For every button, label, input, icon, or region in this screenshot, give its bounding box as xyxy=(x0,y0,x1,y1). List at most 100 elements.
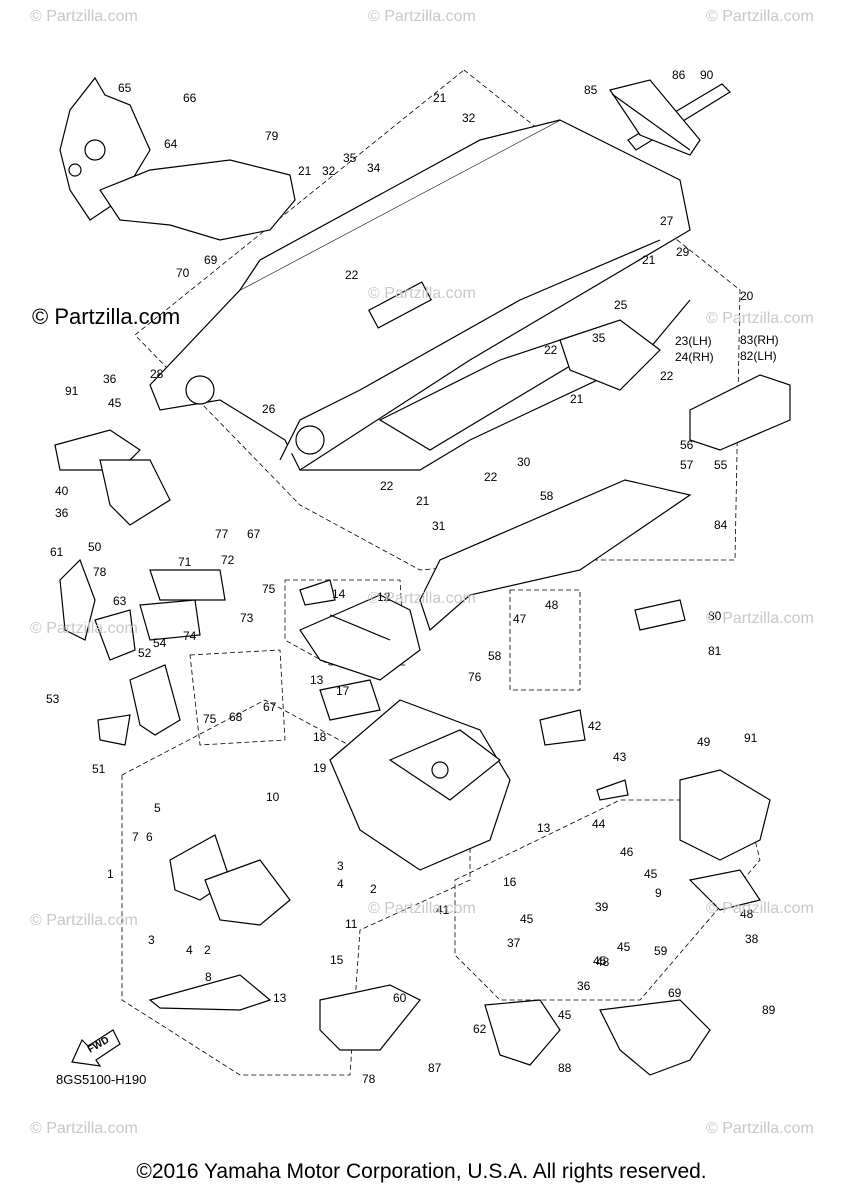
callout-number: 2 xyxy=(204,943,211,957)
watermark: © Partzilla.com xyxy=(30,620,138,637)
callout-number: 36 xyxy=(577,979,591,993)
callout-number: 64 xyxy=(164,137,178,151)
watermark: © Partzilla.com xyxy=(368,590,476,607)
callout-number: 2 xyxy=(370,882,377,896)
rear-bumper-assembly xyxy=(609,79,731,156)
callout-number: 78 xyxy=(93,565,107,579)
callout-number: 21 xyxy=(298,164,312,178)
callout-number: 63 xyxy=(113,594,127,608)
watermark: © Partzilla.com xyxy=(706,8,814,25)
callout-number: 51 xyxy=(92,762,106,776)
callout-number: 44 xyxy=(592,817,606,831)
callout-number: 90 xyxy=(700,68,714,82)
callout-number: 55 xyxy=(714,458,728,472)
callout-number: 45 xyxy=(520,912,534,926)
callout-number: 21 xyxy=(642,253,656,267)
callout-number: 10 xyxy=(266,790,280,804)
callout-number: 56 xyxy=(680,438,694,452)
main-frame-group-outline xyxy=(134,69,741,571)
callout-number: 38 xyxy=(745,932,759,946)
callout-number: 34 xyxy=(367,161,381,175)
callout-number: 77 xyxy=(215,527,229,541)
fwd-arrow-icon: FWD xyxy=(71,1029,121,1067)
callout-number: 85 xyxy=(584,83,598,97)
rear-suspension-parts xyxy=(484,769,771,1076)
callout-number: 47 xyxy=(513,612,527,626)
callout-number: 87 xyxy=(428,1061,442,1075)
callout-number: 72 xyxy=(221,553,235,567)
steering-bracket-assembly xyxy=(59,76,296,241)
footrest-assembly xyxy=(559,319,791,451)
callout-number: 24(RH) xyxy=(675,350,714,364)
callout-number: 22 xyxy=(380,479,394,493)
callout-number: 9 xyxy=(655,886,662,900)
callout-number: 45 xyxy=(108,396,122,410)
callout-number: 54 xyxy=(153,636,167,650)
callout-number: 21 xyxy=(433,91,447,105)
callout-number: 83(RH) xyxy=(740,333,779,347)
right-mount-group-outline xyxy=(509,589,581,691)
callout-number: 21 xyxy=(416,494,430,508)
callout-number: 11 xyxy=(345,917,358,931)
watermark: © Partzilla.com xyxy=(706,310,814,327)
muffler-group-outline xyxy=(189,649,286,746)
under-panel-plate xyxy=(419,479,692,632)
callout-number: 84 xyxy=(714,518,728,532)
callout-number: 58 xyxy=(540,489,554,503)
front-suspension-group-outline xyxy=(121,699,471,1076)
callout-number: 4 xyxy=(337,877,344,891)
callout-number: 20 xyxy=(740,289,754,303)
callout-number: 88 xyxy=(558,1061,572,1075)
callout-number: 52 xyxy=(138,646,152,660)
callout-number: 25 xyxy=(614,298,628,312)
callout-number: 3 xyxy=(148,933,155,947)
callout-number: 74 xyxy=(183,629,197,643)
callout-number: 29 xyxy=(676,245,690,259)
center-bracket xyxy=(299,594,421,681)
callout-number: 6 xyxy=(146,830,153,844)
callout-number: 31 xyxy=(432,519,446,533)
callout-number: 17 xyxy=(336,684,350,698)
callout-number: 37 xyxy=(507,936,521,950)
watermark: © Partzilla.com xyxy=(368,8,476,25)
callout-number: 68 xyxy=(229,710,243,724)
callout-number: 1 xyxy=(107,867,114,881)
callout-number: 69 xyxy=(204,253,218,267)
left-suspension-brackets xyxy=(148,834,421,1051)
callout-number: 48 xyxy=(740,907,754,921)
callout-number: 32 xyxy=(322,164,336,178)
rear-lower-group-outline xyxy=(454,799,761,1001)
callout-number: 65 xyxy=(118,81,132,95)
callout-number: 45 xyxy=(617,940,631,954)
callout-number: 91 xyxy=(65,384,79,398)
callout-number: 22 xyxy=(345,268,359,282)
callout-number: 86 xyxy=(672,68,686,82)
assembly-group-outlines xyxy=(121,69,761,1076)
main-frame-tunnel xyxy=(149,119,691,471)
callout-number: 21 xyxy=(570,392,584,406)
watermark: © Partzilla.com xyxy=(30,8,138,25)
callout-number: 71 xyxy=(178,555,192,569)
callout-number: 48 xyxy=(596,955,610,969)
callout-number: 49 xyxy=(697,735,711,749)
callout-number: 58 xyxy=(488,649,502,663)
callout-number: 35 xyxy=(343,151,357,165)
watermark: © Partzilla.com xyxy=(30,1120,138,1137)
callout-number: 82(LH) xyxy=(740,349,777,363)
callout-number: 13 xyxy=(537,821,551,835)
callout-number: 36 xyxy=(103,372,117,386)
callout-number: 7 xyxy=(132,830,139,844)
callout-number: 67 xyxy=(263,700,277,714)
callout-number: 22 xyxy=(484,470,498,484)
callout-number: 59 xyxy=(654,944,668,958)
callout-number: 36 xyxy=(55,506,69,520)
callout-number: 66 xyxy=(183,91,197,105)
callout-number: 22 xyxy=(544,343,558,357)
watermark: © Partzilla.com xyxy=(706,610,814,627)
callout-number: 3 xyxy=(337,859,344,873)
watermark: © Partzilla.com xyxy=(368,900,476,917)
callout-number: 61 xyxy=(50,545,64,559)
watermark: © Partzilla.com xyxy=(30,912,138,929)
partzilla-brand: © Partzilla.com xyxy=(32,304,181,329)
callout-number: 43 xyxy=(613,750,627,764)
